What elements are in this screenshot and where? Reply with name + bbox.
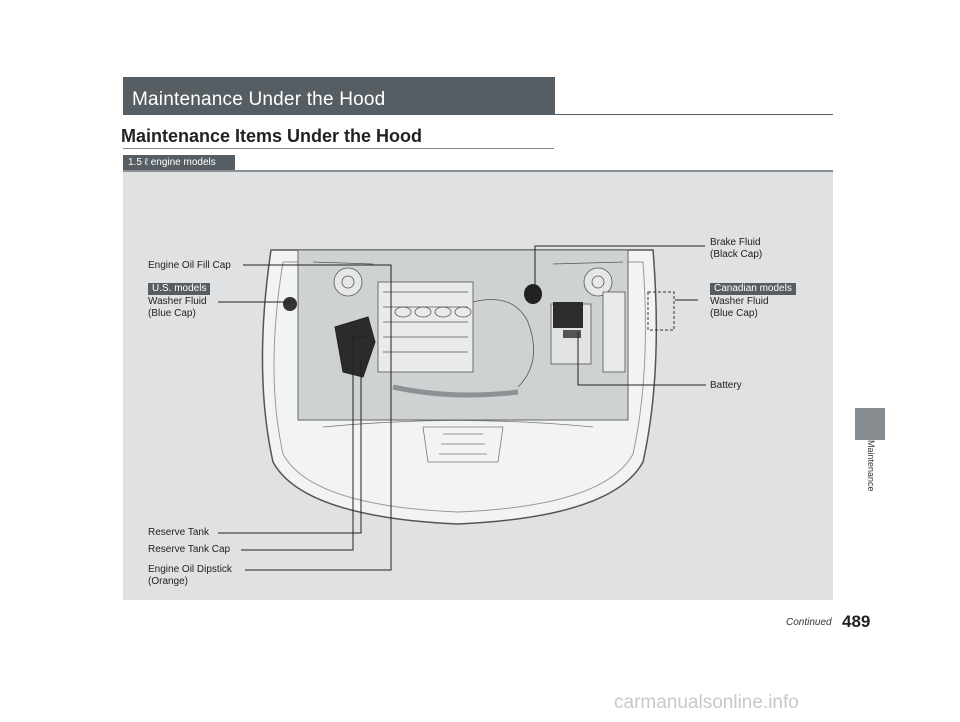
watermark: carmanualsonline.info: [614, 692, 799, 713]
chapter-side-label: Maintenance: [866, 440, 876, 492]
chapter-side-tab: [855, 408, 885, 440]
engine-detail: [312, 261, 626, 398]
canadian-models-tag: Canadian models: [710, 283, 796, 295]
hood-inner-outline: [273, 261, 646, 513]
us-models-tag: U.S. models: [148, 283, 211, 295]
callout-battery: Battery: [710, 380, 742, 391]
reserve-tank: [334, 316, 376, 378]
page-number: 489: [842, 612, 871, 631]
callout-brake-fluid-cap: (Black Cap): [710, 249, 763, 260]
bumper-detail: [322, 420, 594, 463]
subsection-title: Maintenance Items Under the Hood: [121, 126, 423, 146]
engine-bay-illustration-panel: Engine Oil Fill Cap U.S. models Washer F…: [123, 170, 833, 600]
section-rule: [555, 114, 833, 115]
callout-washer-fluid-left: Washer Fluid: [148, 296, 207, 307]
callout-washer-fluid-right-cap: (Blue Cap): [710, 308, 758, 319]
callout-brake-fluid: Brake Fluid: [710, 237, 761, 248]
callout-washer-fluid-left-cap: (Blue Cap): [148, 308, 196, 319]
subsection-rule: [123, 148, 554, 149]
washer-fluid-cap-left: [283, 297, 297, 311]
section-header-bar: Maintenance Under the Hood: [123, 77, 555, 115]
washer-fluid-right-dashed: [647, 291, 675, 331]
section-title: Maintenance Under the Hood: [132, 89, 386, 110]
leader-lines: [218, 245, 706, 571]
callout-engine-oil-fill-cap: Engine Oil Fill Cap: [148, 260, 231, 271]
callout-washer-fluid-right: Washer Fluid: [710, 296, 769, 307]
battery: [553, 302, 583, 328]
engine-bay-illustration: [218, 245, 706, 571]
callout-reserve-tank-cap: Reserve Tank Cap: [148, 544, 231, 555]
engine-model-tag: 1.5 ℓ engine models: [123, 155, 235, 170]
callout-engine-oil-dipstick: Engine Oil Dipstick: [148, 564, 232, 575]
callout-engine-oil-dipstick-color: (Orange): [148, 576, 189, 587]
continued-label: Continued: [786, 617, 832, 628]
callout-reserve-tank: Reserve Tank: [148, 527, 209, 538]
brake-fluid-reservoir: [524, 284, 542, 304]
